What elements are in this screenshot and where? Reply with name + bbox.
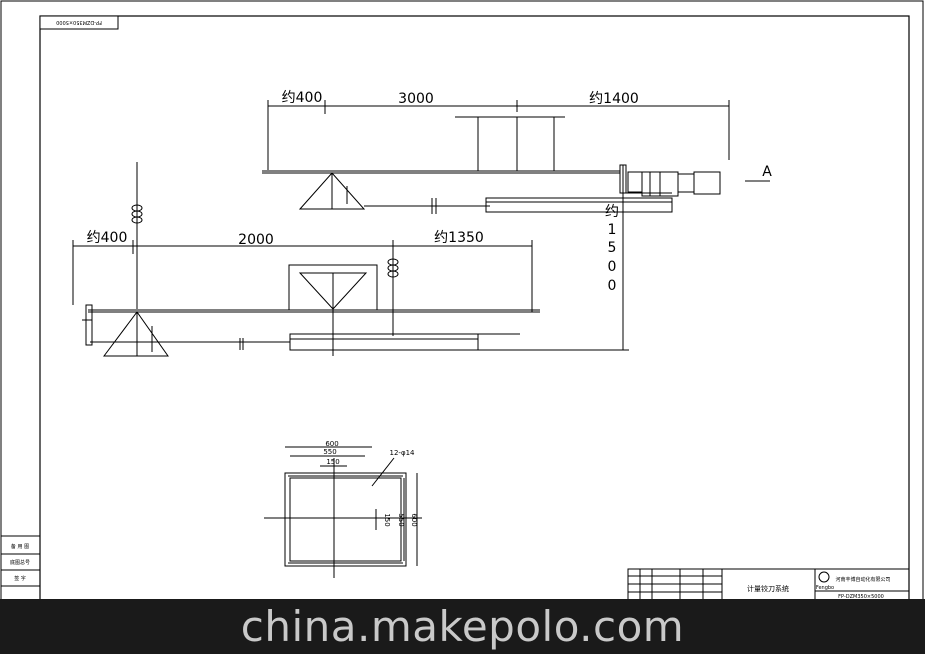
upper-dim-left: 约400: [282, 90, 323, 106]
section-view-labels: 600 550 150 12-φ14 150 550 600: [323, 440, 418, 527]
title-block-title: 计量铰刀系统: [747, 584, 789, 593]
code-box-text: FP-DZM350×5000: [56, 19, 102, 25]
svg-text:约: 约: [605, 204, 619, 220]
watermark-banner: china.makepolo.com: [0, 599, 925, 654]
vertical-dimension: 约 1 5 0 0: [605, 204, 619, 294]
left-block-row-1: 备 用 图: [11, 543, 29, 550]
upper-dim-mid: 3000: [398, 91, 434, 107]
svg-text:150: 150: [383, 513, 391, 526]
upper-dim-right: 约1400: [589, 91, 639, 107]
section-view: [264, 446, 422, 578]
title-block-logo: Fengbo: [816, 585, 834, 591]
svg-text:550: 550: [397, 513, 405, 526]
svg-text:550: 550: [323, 448, 336, 456]
svg-text:12-φ14: 12-φ14: [390, 449, 416, 457]
inner-frame: [39, 15, 910, 601]
svg-text:150: 150: [326, 458, 339, 466]
svg-text:0: 0: [608, 278, 617, 294]
lower-dim-mid: 2000: [238, 232, 274, 248]
watermark-text: china.makepolo.com: [240, 602, 685, 651]
svg-text:0: 0: [608, 259, 617, 275]
lower-assembly: [72, 162, 623, 357]
title-block-company: 河南丰博自动化有限公司: [835, 576, 890, 583]
svg-text:5: 5: [608, 240, 617, 256]
svg-text:600: 600: [325, 440, 338, 448]
left-block-row-2: 底图总号: [10, 559, 30, 566]
code-box: FP-DZM350×5000: [39, 15, 119, 30]
lower-dim-right: 约1350: [434, 230, 484, 246]
svg-text:600: 600: [410, 513, 418, 526]
svg-text:1: 1: [608, 222, 617, 238]
section-mark-a: A: [762, 164, 772, 180]
lower-dim-left: 约400: [87, 230, 128, 246]
title-block-drawing-no: FP-DZM350×5000: [838, 594, 884, 600]
left-block-row-3: 签 字: [14, 575, 26, 582]
upper-assembly: [262, 100, 770, 351]
